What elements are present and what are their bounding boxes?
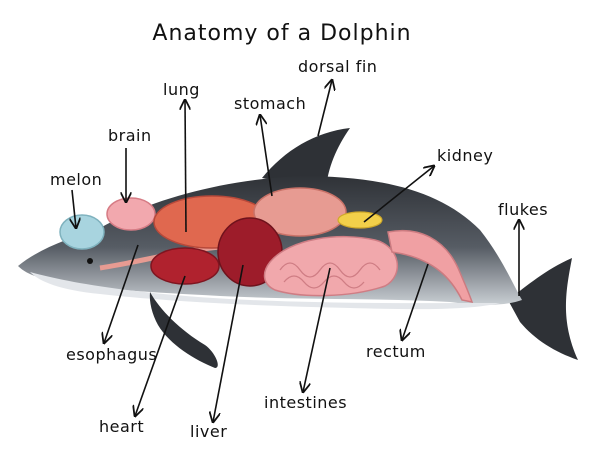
svg-text:esophagus: esophagus bbox=[66, 345, 157, 364]
svg-text:liver: liver bbox=[190, 422, 227, 441]
label-esophagus: esophagus bbox=[66, 244, 157, 364]
label-intestines: intestines bbox=[264, 267, 347, 412]
label-stomach: stomach bbox=[234, 94, 306, 197]
heart-organ bbox=[150, 247, 220, 285]
belly-shape bbox=[30, 272, 500, 310]
intestines-organ bbox=[263, 235, 399, 297]
label-brain: brain bbox=[108, 126, 152, 202]
svg-text:kidney: kidney bbox=[437, 146, 493, 165]
label-lung: lung bbox=[163, 80, 200, 233]
kidney-organ bbox=[337, 211, 383, 229]
svg-text:flukes: flukes bbox=[498, 200, 548, 219]
svg-text:brain: brain bbox=[108, 126, 152, 145]
svg-text:melon: melon bbox=[50, 170, 102, 189]
flipper-shape bbox=[149, 292, 218, 368]
intestine-coils bbox=[279, 262, 381, 289]
stomach-organ bbox=[253, 187, 347, 237]
svg-text:dorsal fin: dorsal fin bbox=[298, 57, 377, 76]
label-liver: liver bbox=[190, 264, 244, 441]
label-melon: melon bbox=[50, 170, 102, 228]
eye bbox=[87, 258, 93, 264]
svg-text:lung: lung bbox=[163, 80, 200, 99]
melon-organ bbox=[59, 214, 105, 250]
flukes-shape bbox=[508, 258, 578, 360]
label-heart: heart bbox=[99, 275, 186, 436]
label-dorsal-fin: dorsal fin bbox=[298, 57, 377, 137]
svg-text:rectum: rectum bbox=[366, 342, 426, 361]
svg-text:stomach: stomach bbox=[234, 94, 306, 113]
diagram-title: Anatomy of a Dolphin bbox=[152, 21, 411, 46]
label-kidney: kidney bbox=[363, 146, 493, 223]
dolphin-body bbox=[18, 128, 578, 368]
brain-organ bbox=[106, 197, 156, 231]
rectum-organ bbox=[387, 230, 474, 303]
label-rectum: rectum bbox=[366, 263, 429, 361]
svg-text:intestines: intestines bbox=[264, 393, 347, 412]
svg-text:heart: heart bbox=[99, 417, 144, 436]
label-flukes: flukes bbox=[498, 200, 548, 296]
dorsal-fin-shape bbox=[262, 128, 350, 188]
